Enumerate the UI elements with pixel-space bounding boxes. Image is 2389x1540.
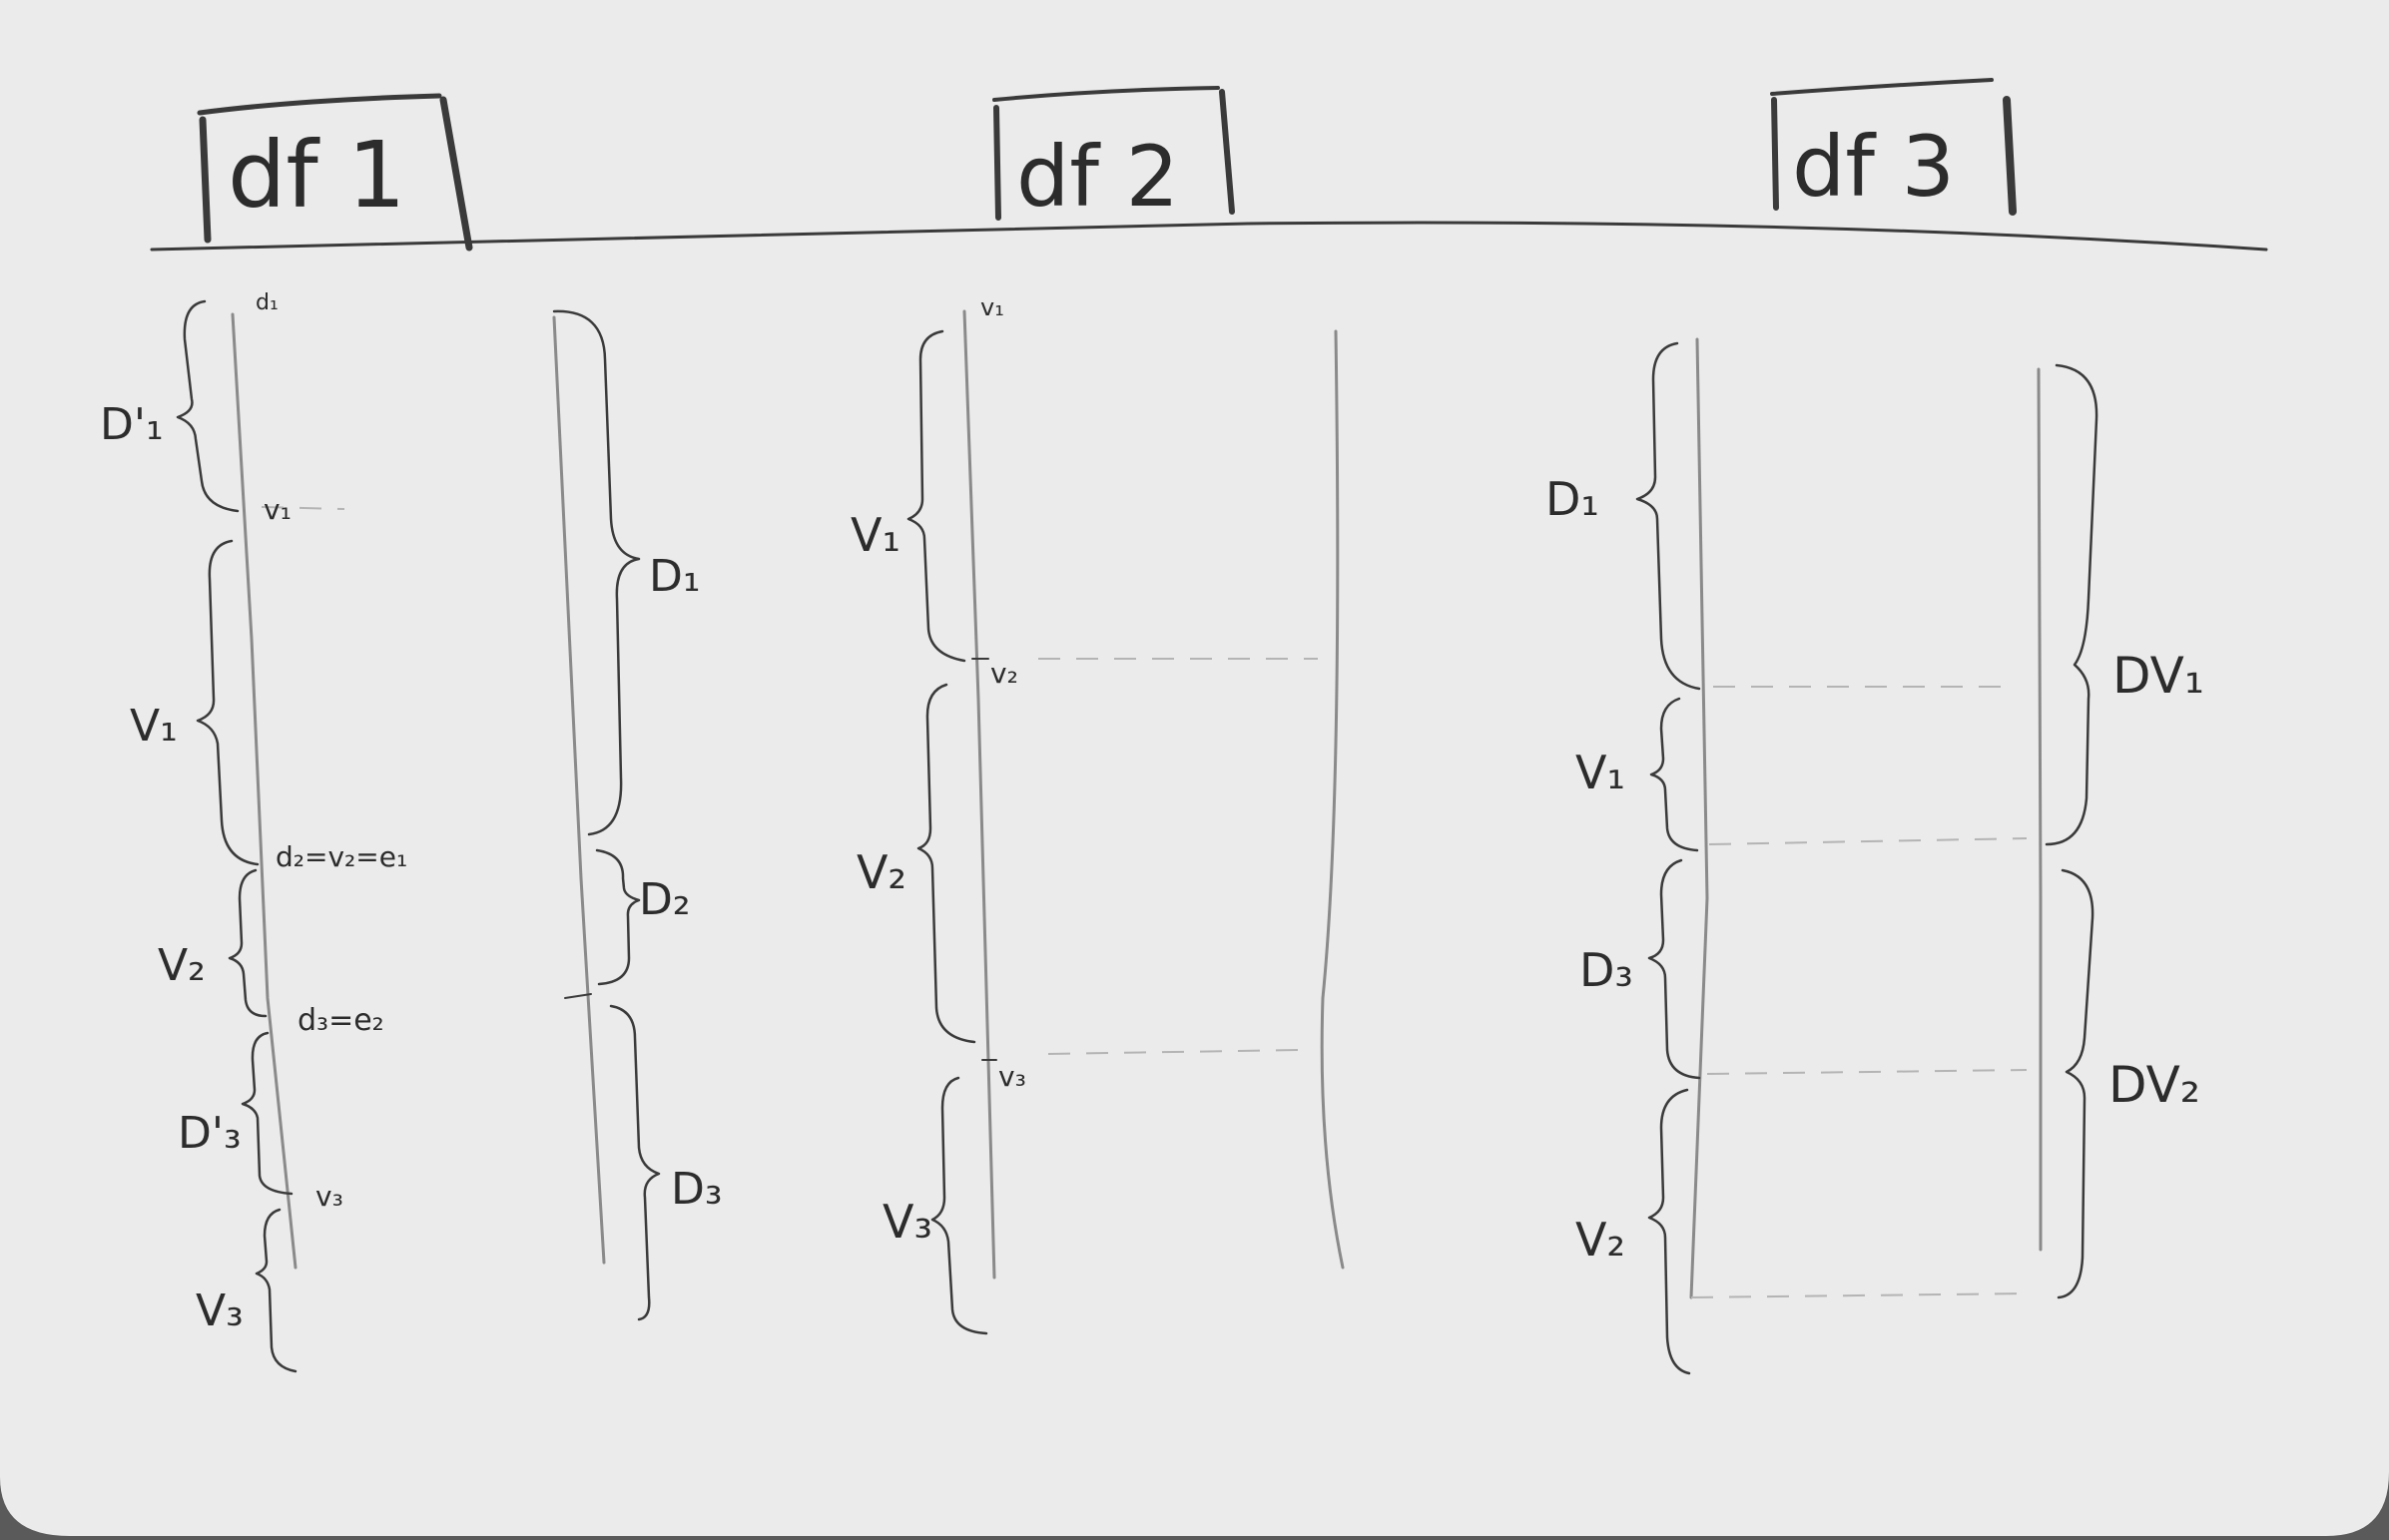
df1-right-axis <box>552 315 606 1265</box>
df2-brace-V1 <box>906 329 966 663</box>
df1-left-axis <box>231 312 298 1270</box>
df2-brace-V2 <box>916 683 976 1044</box>
df1-brace-D1 <box>552 309 641 836</box>
df1-label-V1: V₁ <box>130 701 178 752</box>
df1-annotation-d3-eq: d₃=e₂ <box>298 1003 384 1038</box>
df3-dashed-guide-4 <box>1690 1292 2028 1298</box>
df1-annotation-v3: v₃ <box>315 1180 343 1213</box>
df2-label-V2: V₂ <box>857 845 906 899</box>
df1-label-V2: V₂ <box>158 940 206 991</box>
df3-brace-D3 <box>1647 858 1701 1080</box>
df1-annotation-v1: v₁ <box>264 493 292 526</box>
title-df3: df 3 <box>1770 78 2017 216</box>
df3-label-V1: V₁ <box>1575 746 1625 799</box>
df1-brace-V1 <box>196 539 260 866</box>
df3-diagram: D₁ V₁ D₃ V₂ DV₁ DV₂ <box>1545 337 2204 1375</box>
df3-label-V2: V₂ <box>1575 1213 1625 1267</box>
df1-diagram: D'₁ V₁ V₂ D'₃ V₃ D₁ D₂ D₃ d₁ v₁ d₂=v₂=e₁… <box>100 290 723 1373</box>
df2-annotation-v2: v₂ <box>990 657 1018 690</box>
df1-brace-D3 <box>609 1004 661 1321</box>
df3-left-axis <box>1689 337 1709 1299</box>
df2-right-axis <box>1320 329 1345 1270</box>
header-divider <box>150 221 2268 252</box>
df2-label-V3: V₃ <box>883 1195 932 1249</box>
df1-dashed-guide <box>261 506 345 510</box>
title-df1: df 1 <box>197 93 473 252</box>
title-df1-text: df 1 <box>228 122 406 229</box>
df3-right-axis <box>2037 367 2043 1252</box>
df1-tick <box>564 993 592 999</box>
df3-brace-V1 <box>1649 697 1699 852</box>
df2-label-V1: V₁ <box>851 508 900 562</box>
df2-diagram: V₁ V₂ V₃ v₁ v₂ v₃ <box>851 293 1345 1335</box>
df1-label-D2: D₂ <box>639 874 691 925</box>
df3-label-DV2: DV₂ <box>2108 1056 2200 1114</box>
df2-brace-V3 <box>930 1076 988 1335</box>
df1-label-D1-prime: D'₁ <box>100 399 164 450</box>
df1-label-D1: D₁ <box>649 551 701 602</box>
df3-brace-V2 <box>1647 1088 1691 1375</box>
df1-brace-D3-prime <box>241 1031 294 1196</box>
df1-annotation-d2-eq: d₂=v₂=e₁ <box>276 840 407 873</box>
df1-brace-V2 <box>228 868 268 1018</box>
df1-label-V3: V₃ <box>196 1285 244 1336</box>
df1-label-D3: D₃ <box>671 1164 723 1215</box>
df3-dashed-guide-2 <box>1708 837 2028 845</box>
df2-annotation-v1: v₁ <box>980 293 1004 321</box>
df1-brace-V3 <box>255 1208 298 1373</box>
df3-label-D3: D₃ <box>1579 943 1633 997</box>
title-df2: df 2 <box>992 86 1235 226</box>
title-df2-text: df 2 <box>1016 128 1179 226</box>
df3-label-DV1: DV₁ <box>2112 647 2204 705</box>
df1-label-D3-prime: D'₃ <box>178 1108 242 1159</box>
df1-annotation-d1: d₁ <box>256 290 279 315</box>
df1-brace-D1-prime <box>176 299 240 513</box>
df3-brace-DV2 <box>2057 868 2094 1299</box>
df1-brace-D2 <box>595 848 641 986</box>
df2-dashed-guide-v3 <box>1047 1049 1299 1055</box>
df2-annotation-v3: v₃ <box>998 1060 1026 1093</box>
title-df3-text: df 3 <box>1792 118 1955 216</box>
df2-left-axis <box>962 309 996 1280</box>
df3-label-D1: D₁ <box>1545 472 1599 526</box>
df3-brace-DV1 <box>2045 363 2098 846</box>
df3-brace-D1 <box>1635 341 1701 691</box>
df3-dashed-guide-3 <box>1706 1069 2028 1075</box>
